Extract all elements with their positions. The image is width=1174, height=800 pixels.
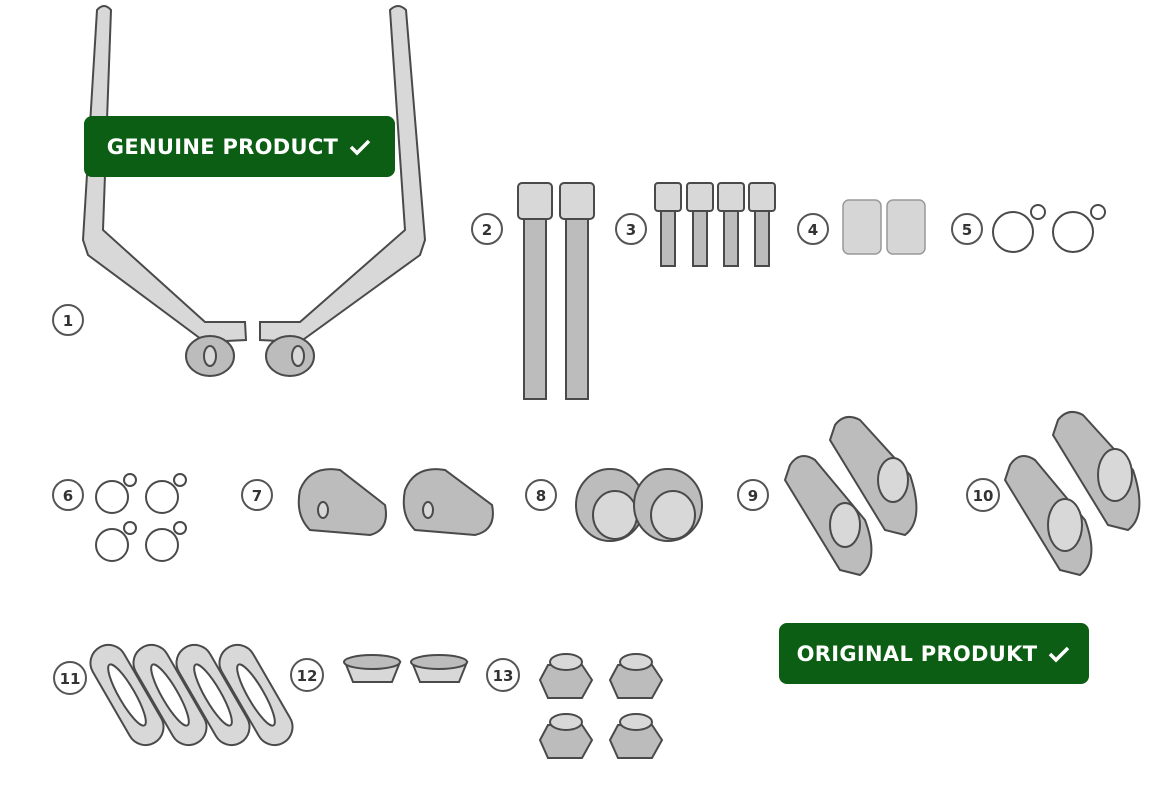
badge-text: ORIGINAL PRODUKT bbox=[796, 641, 1038, 666]
svg-text:5: 5 bbox=[962, 221, 972, 239]
part-label-2: 2 bbox=[471, 213, 503, 245]
checkmark-icon bbox=[349, 139, 371, 155]
svg-text:12: 12 bbox=[297, 667, 318, 685]
part-label-9: 9 bbox=[737, 479, 769, 511]
svg-text:11: 11 bbox=[60, 670, 81, 688]
part-label-11: 11 bbox=[53, 661, 87, 695]
part-label-12: 12 bbox=[290, 658, 324, 692]
part-label-13: 13 bbox=[486, 658, 520, 692]
part-7-clamps bbox=[297, 468, 494, 537]
svg-text:9: 9 bbox=[748, 487, 758, 505]
checkmark-icon bbox=[1049, 646, 1070, 662]
part-12-caps bbox=[343, 654, 469, 683]
svg-text:2: 2 bbox=[482, 221, 492, 239]
part-9-mount-covers bbox=[783, 415, 918, 577]
part-label-1: 1 bbox=[52, 304, 84, 336]
genuine-product-badge: GENUINE PRODUCT bbox=[84, 116, 395, 177]
part-11-gaskets bbox=[89, 643, 294, 747]
part-label-6: 6 bbox=[52, 479, 84, 511]
part-label-7: 7 bbox=[241, 479, 273, 511]
part-10-mount-covers-large bbox=[1003, 410, 1141, 577]
svg-text:3: 3 bbox=[626, 221, 636, 239]
part-label-4: 4 bbox=[797, 213, 829, 245]
svg-text:8: 8 bbox=[536, 487, 546, 505]
svg-text:13: 13 bbox=[493, 667, 514, 685]
original-produkt-badge: ORIGINAL PRODUKT bbox=[779, 623, 1089, 684]
svg-text:7: 7 bbox=[252, 487, 262, 505]
svg-text:6: 6 bbox=[63, 487, 73, 505]
part-8-clips bbox=[575, 468, 703, 542]
part-6-small-rings bbox=[95, 473, 187, 562]
part-label-8: 8 bbox=[525, 479, 557, 511]
part-label-10: 10 bbox=[966, 478, 1000, 512]
svg-text:4: 4 bbox=[808, 221, 818, 239]
svg-text:10: 10 bbox=[973, 487, 994, 505]
part-label-3: 3 bbox=[615, 213, 647, 245]
part-label-5: 5 bbox=[951, 213, 983, 245]
part-4-spacers bbox=[842, 199, 926, 255]
badge-text: GENUINE PRODUCT bbox=[106, 134, 339, 159]
part-13-nuts bbox=[538, 653, 664, 759]
part-3-short-bolts bbox=[654, 182, 776, 267]
part-1-bracket-arms bbox=[81, 5, 427, 377]
part-2-long-bolts bbox=[517, 182, 595, 400]
part-5-rings bbox=[992, 204, 1106, 253]
svg-text:1: 1 bbox=[63, 312, 73, 330]
